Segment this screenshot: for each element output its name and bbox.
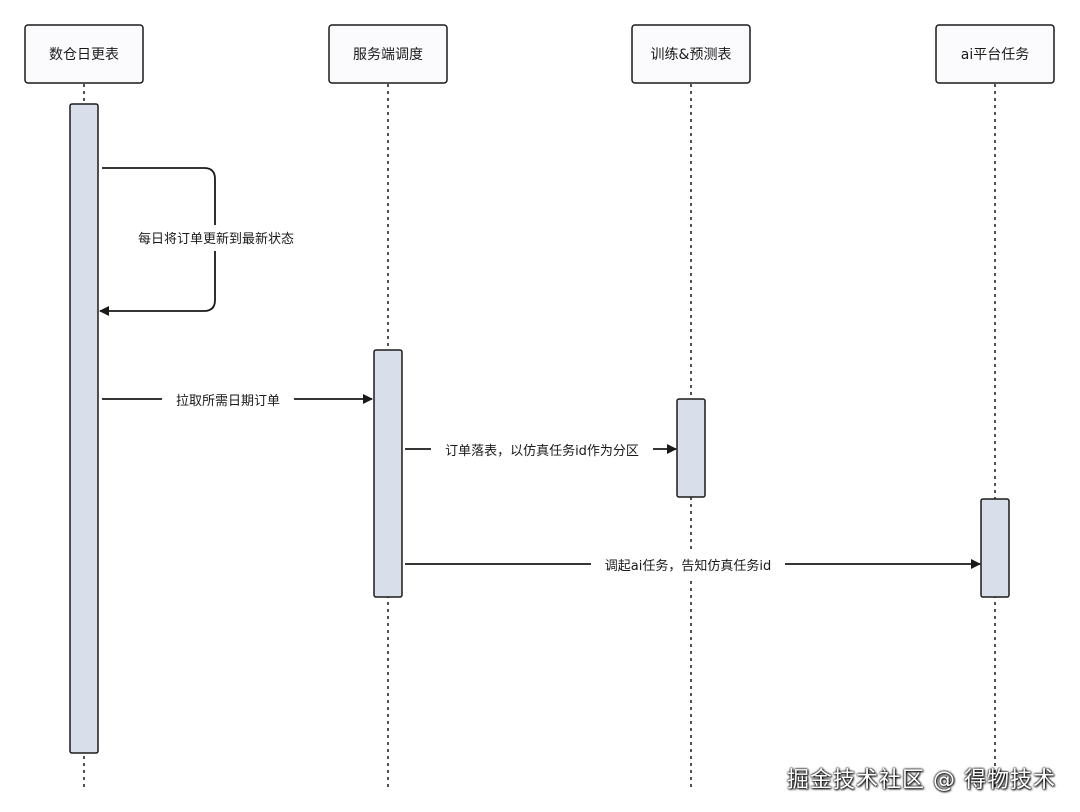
participant-p1: 数仓日更表 [24,24,144,84]
message-label: 调起ai任务，告知仿真任务id [605,558,771,574]
message-write-table: 订单落表，以仿真任务id作为分区 [405,438,677,462]
participant-label: 服务端调度 [353,47,423,63]
activation-bar-p2 [373,349,403,598]
activation-bar-p4 [980,498,1010,598]
activation-bar-p1 [69,103,99,754]
message-invoke-ai: 调起ai任务，告知仿真任务id [405,553,981,577]
message-label: 拉取所需日期订单 [176,394,280,409]
participant-p4: ai平台任务 [935,24,1055,84]
watermark: 掘金技术社区 @ 得物技术 [787,768,1056,793]
message-label: 每日将订单更新到最新状态 [138,231,294,247]
message-label: 订单落表，以仿真任务id作为分区 [445,443,639,459]
participant-label: 训练&预测表 [651,47,732,63]
participant-p2: 服务端调度 [328,24,448,84]
message-self-update: 每日将订单更新到最新状态 [99,167,306,316]
activation-bar-p3 [676,398,706,498]
participant-p3: 训练&预测表 [631,24,751,84]
participant-label: ai平台任务 [961,47,1029,63]
message-fetch-orders: 拉取所需日期订单 [102,388,373,412]
participant-label: 数仓日更表 [49,47,119,63]
